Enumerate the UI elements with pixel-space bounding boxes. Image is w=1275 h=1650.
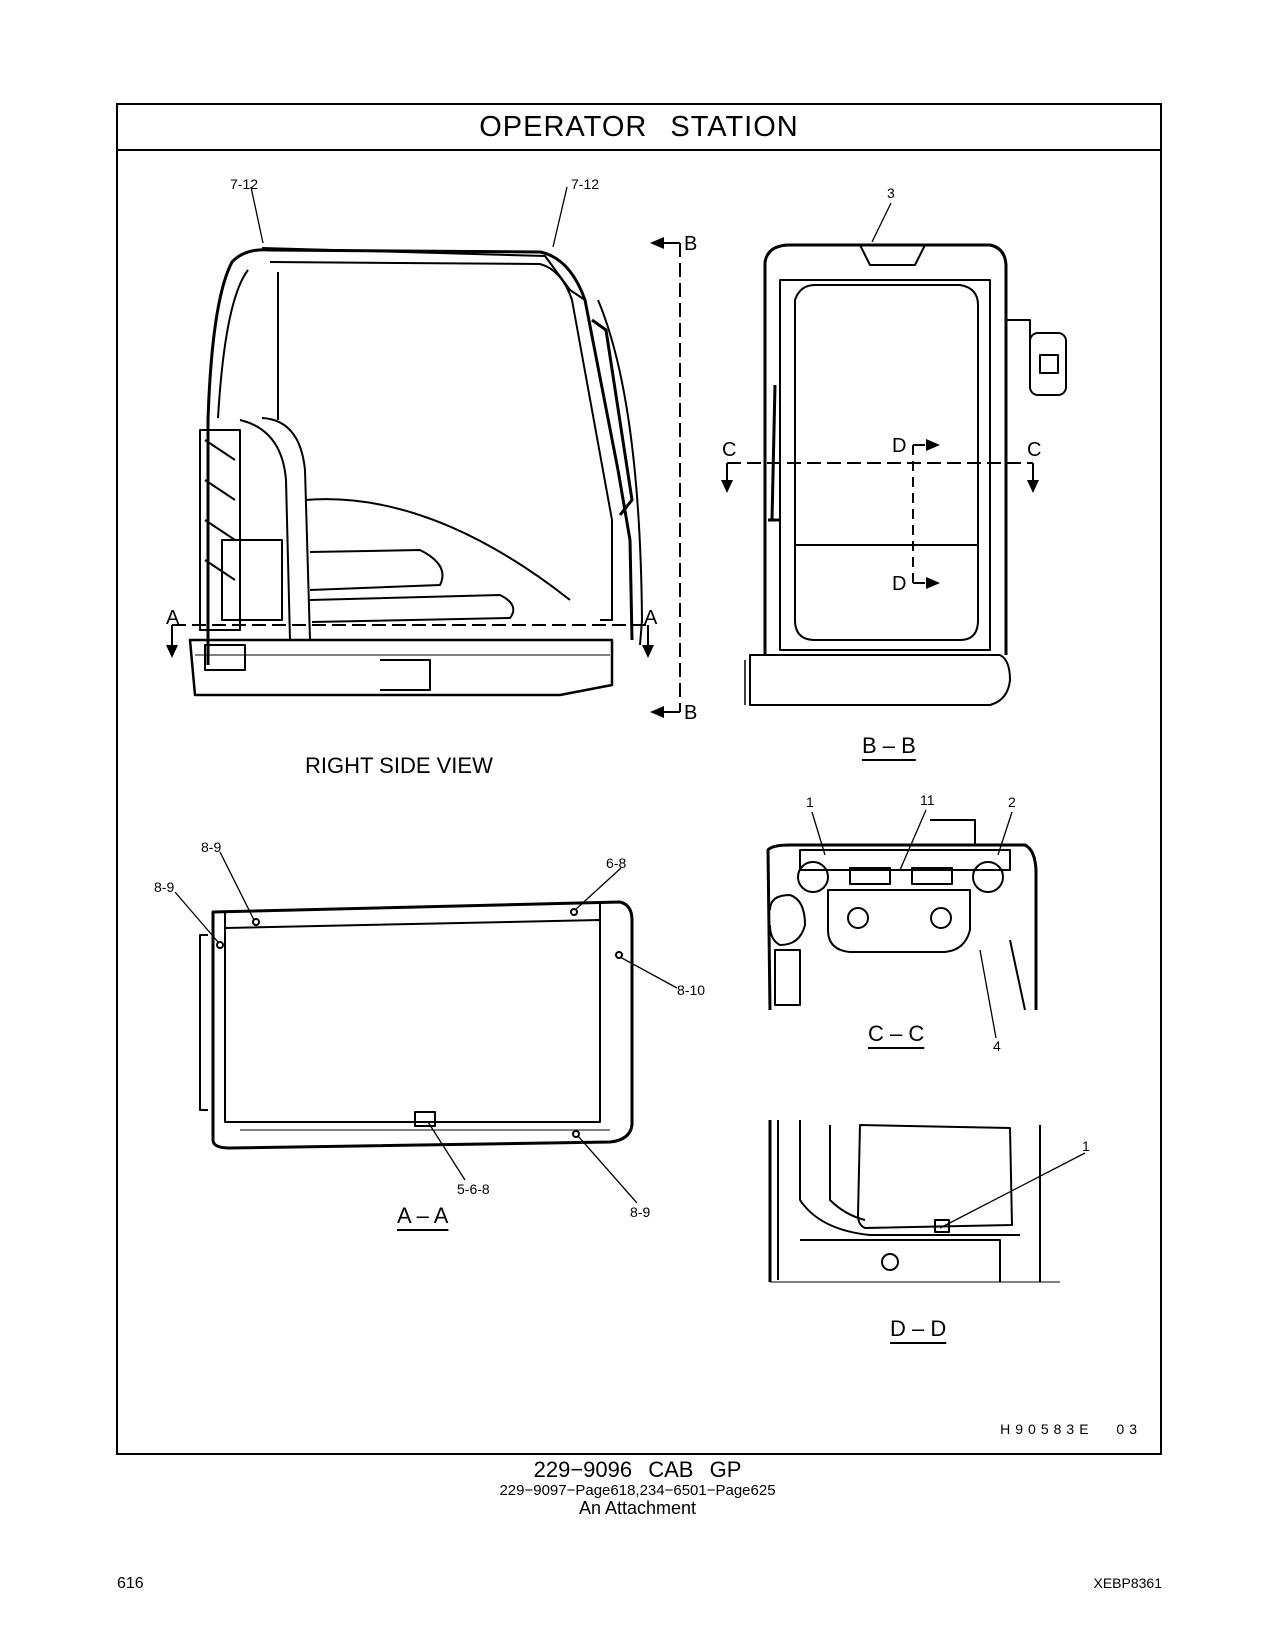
callout-1-cc: 1	[806, 794, 814, 810]
b-b-view-drawing	[726, 202, 1067, 706]
callout-7-12-rear: 7-12	[230, 176, 259, 192]
view-title-b-b: B – B	[862, 733, 916, 758]
drawing-id: H90583E 03	[1000, 1421, 1142, 1437]
callout-7-12-front: 7-12	[571, 176, 600, 192]
section-mark-b-top: B	[684, 233, 698, 255]
a-a-view-drawing	[174, 851, 678, 1204]
drawing-frame: OPERATOR STATION H90583E 03	[116, 103, 1162, 1455]
callout-8-9-left: 8-9	[154, 879, 175, 895]
section-mark-a-left: A	[166, 607, 180, 629]
view-title-c-c: C – C	[868, 1021, 925, 1046]
section-mark-c-right: C	[1027, 439, 1042, 461]
section-mark-d-top: D	[892, 435, 907, 457]
section-mark-d-bottom: D	[892, 573, 907, 595]
callout-2: 2	[1008, 794, 1016, 810]
caption-related-pages: 229−9097−Page618,234−6501−Page625	[499, 1482, 776, 1499]
callout-4: 4	[993, 1038, 1001, 1054]
section-mark-b-bottom: B	[684, 702, 698, 724]
document-code: XEBP8361	[1093, 1575, 1163, 1591]
section-mark-c-left: C	[722, 439, 737, 461]
callout-8-9-bottom: 8-9	[630, 1204, 651, 1220]
callout-8-9-top: 8-9	[201, 839, 222, 855]
view-title-right-side: RIGHT SIDE VIEW	[305, 753, 493, 778]
page-number: 616	[117, 1575, 144, 1592]
callout-3: 3	[887, 185, 895, 201]
callout-5-6-8: 5-6-8	[457, 1181, 490, 1197]
caption-attachment: An Attachment	[578, 1498, 697, 1518]
callout-6-8: 6-8	[606, 855, 627, 871]
c-c-view-drawing	[766, 809, 1038, 1039]
caption-part-name: 229−9096 CAB GP	[533, 1457, 742, 1482]
callout-1-dd: 1	[1082, 1138, 1090, 1154]
section-mark-a-right: A	[644, 607, 658, 629]
view-title-a-a: A – A	[397, 1203, 449, 1228]
view-title-d-d: D – D	[890, 1316, 947, 1341]
d-d-view-drawing	[768, 1120, 1086, 1283]
page-title: OPERATOR STATION	[118, 105, 1160, 151]
callout-11: 11	[920, 792, 935, 808]
callout-8-10: 8-10	[677, 982, 706, 998]
